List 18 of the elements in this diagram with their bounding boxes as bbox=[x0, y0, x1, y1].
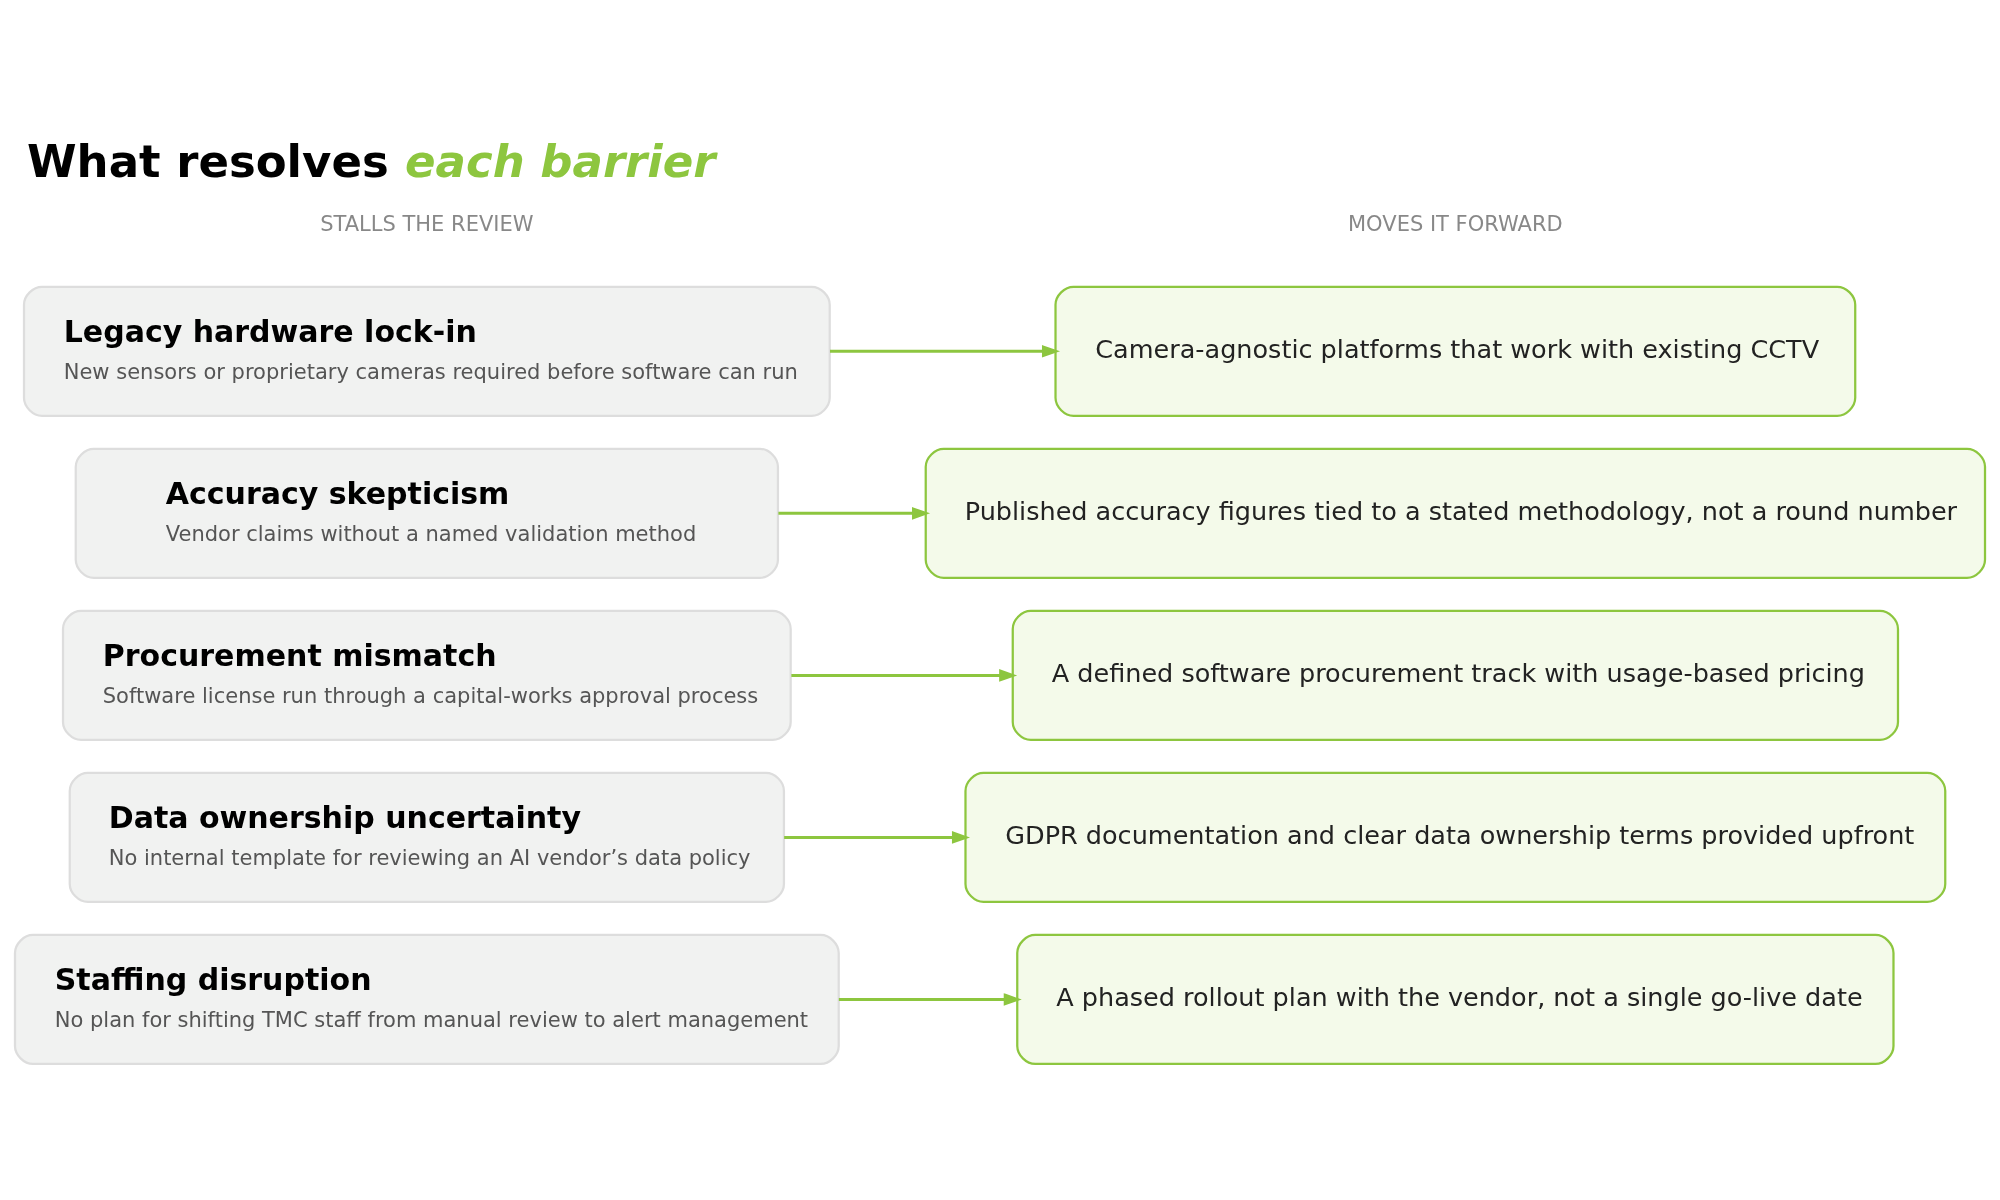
node-box: Data ownership uncertainty No internal template for reviewing an AI vendor’s data policy bbox=[68, 771, 786, 904]
diagram-title: What resolves each barrier bbox=[26, 134, 716, 188]
label: MOVES IT FORWARD bbox=[1348, 211, 1563, 236]
node-box: Published accuracy figures tied to a stated methodology, not a round number bbox=[924, 447, 1987, 579]
node-box: Procurement mismatch Software license run through a capital-works approval process bbox=[61, 609, 792, 742]
arrow bbox=[830, 345, 1061, 358]
node-box: A defined software procurement track with usage-based pricing bbox=[1011, 609, 1900, 742]
node-box: GDPR documentation and clear data ownership terms provided upfront bbox=[964, 771, 1947, 904]
node-box: Accuracy skepticism Vendor claims without a named validation method bbox=[74, 447, 780, 579]
label: STALLS THE REVIEW bbox=[320, 211, 534, 236]
arrow bbox=[784, 831, 970, 844]
node-box: Staffing disruption No plan for shifting TMC staff from manual review to alert management bbox=[13, 933, 840, 1066]
node-box: Camera-agnostic platforms that work with existing CCTV bbox=[1054, 285, 1857, 417]
arrow bbox=[778, 507, 931, 520]
arrow bbox=[791, 669, 1018, 682]
arrow bbox=[838, 993, 1022, 1006]
node-box: Legacy hardware lock-in New sensors or proprietary cameras required before software can run bbox=[22, 285, 831, 417]
node-box: A phased rollout plan with the vendor, not a single go-live date bbox=[1016, 933, 1895, 1066]
